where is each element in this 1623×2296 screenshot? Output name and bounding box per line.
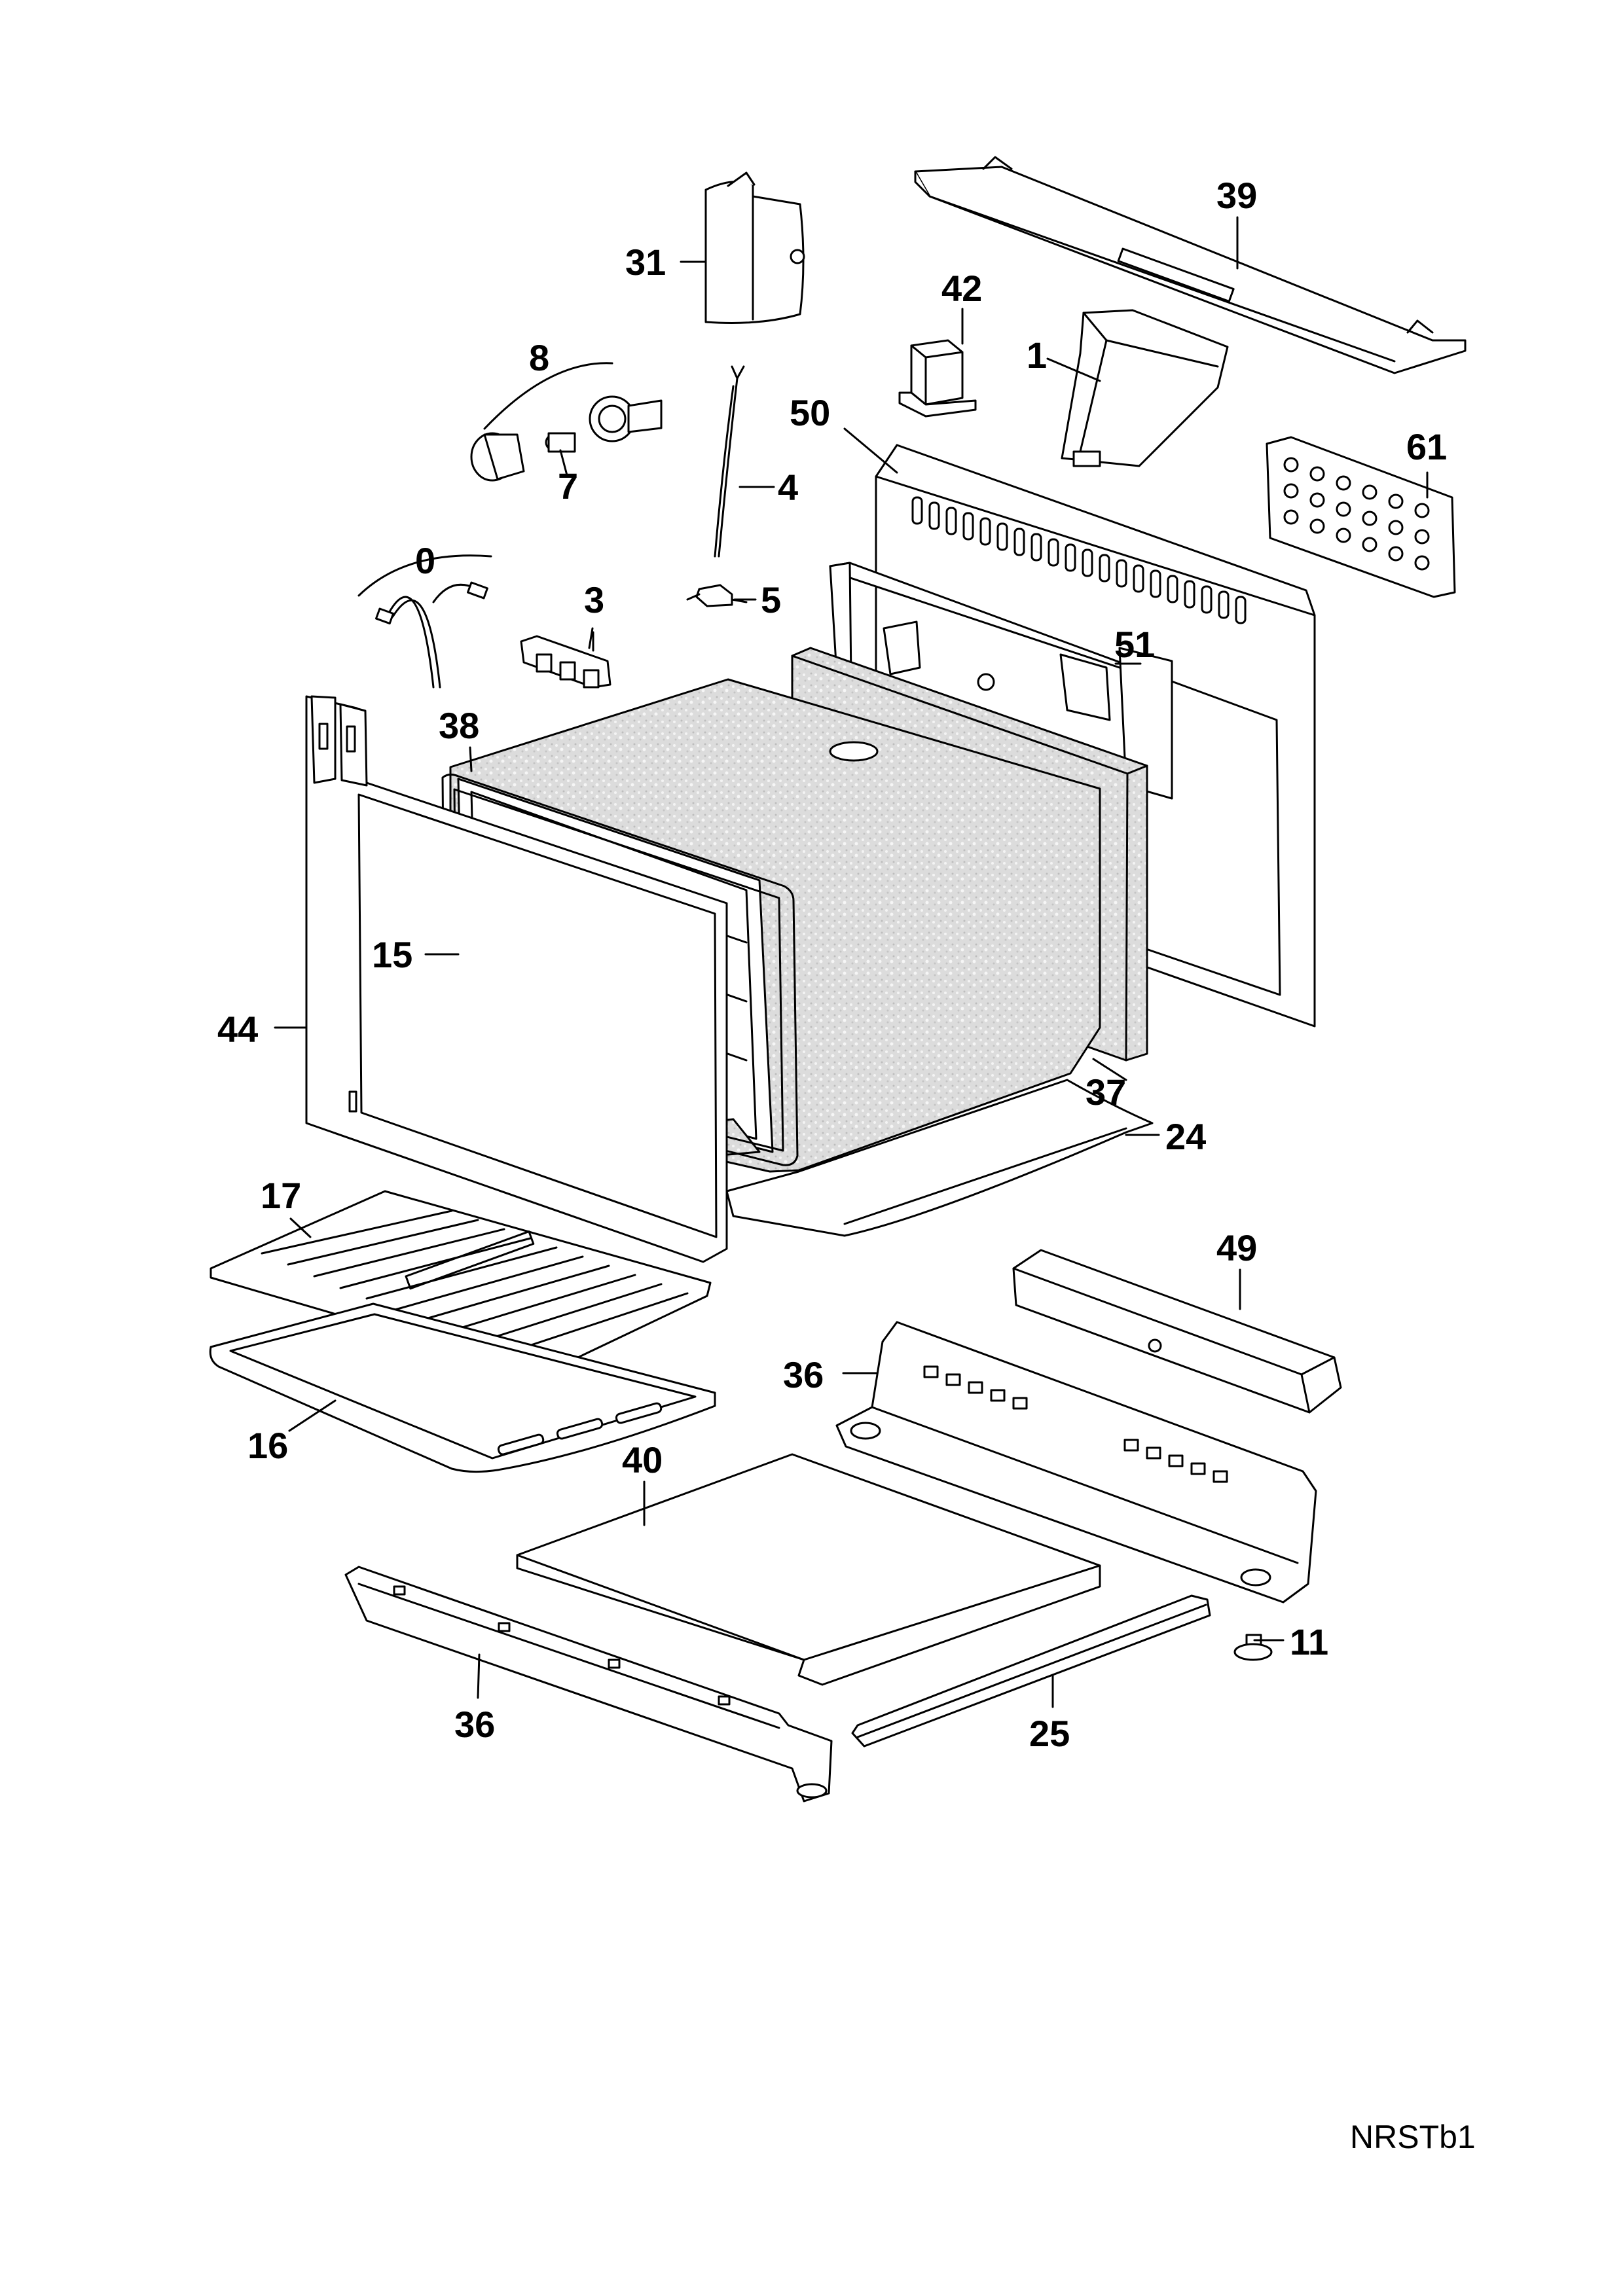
part-24-floor-panel (727, 1080, 1152, 1236)
callout-11: 11 (1290, 1621, 1328, 1662)
callout-5: 5 (761, 579, 781, 620)
callout-0: 0 (415, 540, 435, 581)
callout-36-upper: 36 (783, 1354, 824, 1395)
part-5-clip (687, 585, 746, 606)
part-25-bottom-rail (852, 1596, 1210, 1746)
callout-25: 25 (1029, 1713, 1070, 1754)
callout-leader-lines (274, 216, 1429, 1708)
callout-7: 7 (558, 465, 578, 507)
part-3-terminal-block (521, 628, 610, 687)
part-8-lamp-assembly (471, 363, 661, 480)
callout-51: 51 (1114, 624, 1155, 665)
part-42-relay (900, 340, 976, 416)
callout-36-lower: 36 (454, 1704, 495, 1745)
part-36-control-panel-rail (837, 1322, 1316, 1602)
callout-49: 49 (1216, 1227, 1257, 1268)
callout-40: 40 (622, 1439, 663, 1480)
part-17-wire-shelf (211, 1191, 710, 1374)
diagram-code: NRSTb1 (1350, 2119, 1476, 2155)
callout-42: 42 (941, 268, 982, 309)
callout-38: 38 (439, 705, 479, 746)
part-49-cover-box (1013, 1250, 1341, 1412)
part-1-air-duct (1062, 310, 1228, 466)
part-40-bottom-panel (517, 1454, 1100, 1685)
callout-39: 39 (1216, 175, 1257, 216)
part-11-adjustable-foot (1235, 1635, 1271, 1660)
callout-50: 50 (790, 392, 830, 433)
callout-16: 16 (247, 1425, 288, 1466)
part-39-top-rail (915, 157, 1465, 373)
callout-15: 15 (372, 934, 412, 975)
part-61-perforated-plate (1267, 437, 1455, 597)
part-31-lamp-cover (706, 173, 804, 323)
callout-44: 44 (217, 1009, 258, 1050)
part-36-front-rail (346, 1567, 831, 1801)
callout-8: 8 (529, 337, 549, 378)
callout-4: 4 (778, 467, 798, 508)
callout-31: 31 (625, 242, 666, 283)
callout-61: 61 (1406, 426, 1447, 467)
callout-37: 37 (1085, 1071, 1126, 1113)
callout-17: 17 (261, 1175, 301, 1216)
part-44-front-frame (306, 696, 727, 1262)
part-0-wire-harness (359, 556, 491, 687)
callout-3: 3 (584, 579, 604, 620)
part-4-wire (715, 367, 744, 556)
callout-24: 24 (1165, 1116, 1206, 1157)
callout-labels: 31 39 42 8 1 50 61 7 4 0 3 5 51 38 15 44… (217, 175, 1447, 1754)
part-16-baking-tray (210, 1304, 715, 1472)
callout-1: 1 (1027, 334, 1047, 376)
